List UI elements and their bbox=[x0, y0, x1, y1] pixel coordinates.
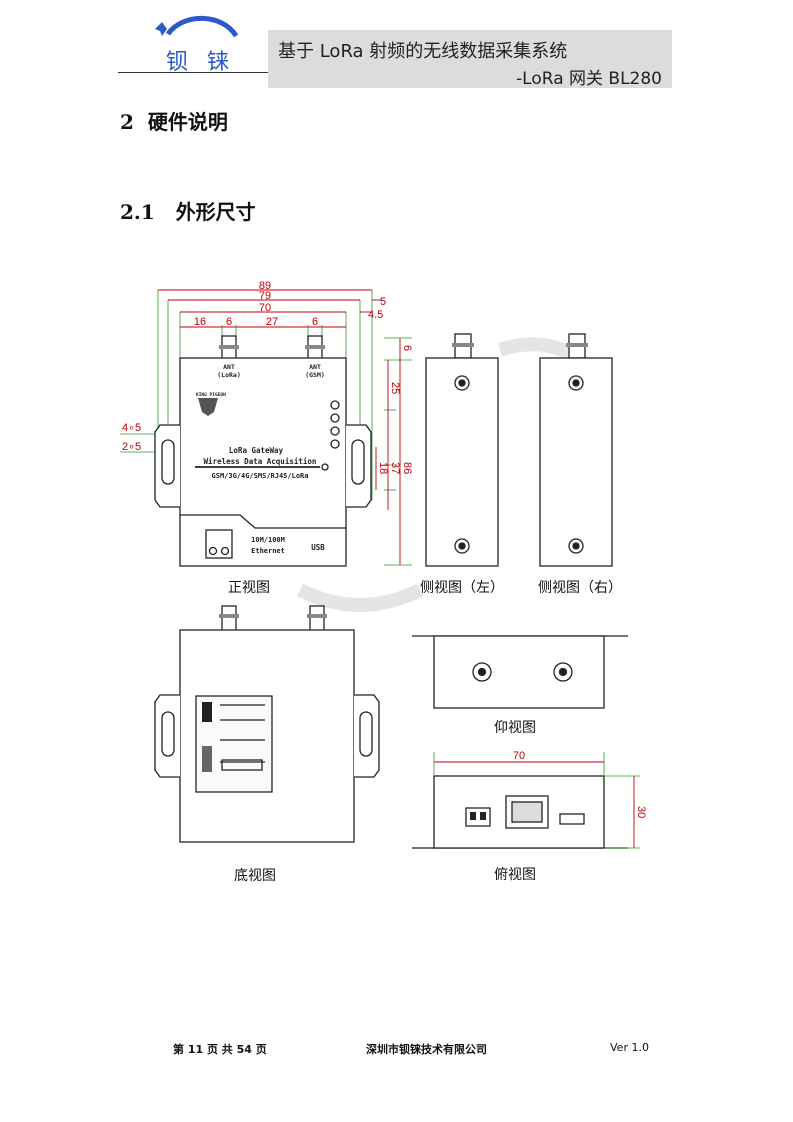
dim-hole-4: 4∘5 bbox=[122, 422, 141, 434]
dim-37: 37 bbox=[389, 462, 401, 474]
header-title: 基于 LoRa 射频的无线数据采集系统 bbox=[278, 41, 568, 62]
dim-6-vertical: 6 bbox=[401, 345, 413, 351]
subsection-title: 外形尺寸 bbox=[175, 200, 256, 224]
mount-ear-left bbox=[154, 424, 180, 508]
footer-company: 深圳市钡铼技术有限公司 bbox=[366, 1043, 487, 1056]
dim-top-30: 30 bbox=[635, 806, 647, 818]
caption-side-left: 侧视图（左） bbox=[420, 580, 504, 596]
label-product-2: Wireless Data Acquisition bbox=[204, 457, 317, 466]
section-number: 2 bbox=[120, 110, 134, 134]
caption-up: 仰视图 bbox=[494, 720, 536, 736]
logo-arc bbox=[165, 15, 239, 38]
label-ant-lora: ANT(LoRa) bbox=[217, 363, 240, 379]
label-eth-2: Ethernet bbox=[251, 547, 285, 555]
watermark-stroke bbox=[296, 583, 424, 612]
dim-25: 25 bbox=[389, 382, 401, 394]
mount-slot-left bbox=[161, 439, 175, 485]
label-ant-gsm-2: (GSM) bbox=[305, 371, 325, 379]
usb-port-icon bbox=[559, 813, 585, 825]
dim-27: 27 bbox=[266, 316, 278, 328]
front-view bbox=[120, 289, 412, 567]
caption-side-right: 侧视图（右） bbox=[538, 580, 622, 596]
power-terminal bbox=[205, 529, 233, 559]
dim-16: 16 bbox=[194, 316, 206, 328]
caption-bottom: 底视图 bbox=[234, 868, 276, 884]
dim-hole-2: 2∘5 bbox=[122, 441, 141, 453]
terminal-block-icon bbox=[465, 807, 491, 827]
label-ant-gsm-1: ANT bbox=[309, 363, 321, 371]
logo-star-icon bbox=[155, 22, 167, 36]
caption-top: 俯视图 bbox=[494, 867, 536, 883]
led-indicator bbox=[330, 400, 340, 410]
label-product-1: LoRa GateWay bbox=[229, 446, 284, 455]
dim-70: 70 bbox=[259, 302, 271, 314]
label-brand: KING PIGEON bbox=[196, 392, 226, 398]
footer-version: Ver 1.0 bbox=[610, 1041, 649, 1054]
led-indicator bbox=[330, 426, 340, 436]
front-panel-line bbox=[180, 514, 346, 529]
subsection-number: 2.1 bbox=[120, 200, 155, 224]
logo-text: 钡 铼 bbox=[166, 50, 235, 75]
header-rule bbox=[118, 72, 268, 73]
top-view bbox=[412, 752, 640, 849]
dim-86: 86 bbox=[401, 462, 413, 474]
screw-icon bbox=[568, 538, 584, 554]
caption-front: 正视图 bbox=[228, 580, 270, 596]
brand-icon bbox=[198, 398, 218, 416]
screw-icon bbox=[454, 375, 470, 391]
side-view-left bbox=[425, 333, 499, 567]
label-ant-lora-1: ANT bbox=[223, 363, 235, 371]
dim-4-5: 4.5 bbox=[368, 309, 383, 321]
led-indicator bbox=[330, 439, 340, 449]
dim-89: 89 bbox=[259, 280, 271, 292]
up-view bbox=[412, 635, 628, 709]
dim-6a: 6 bbox=[226, 316, 232, 328]
dim-79: 79 bbox=[259, 290, 271, 302]
section-heading: 2 硬件说明 bbox=[120, 106, 228, 135]
header-subtitle: -LoRa 网关 BL280 bbox=[516, 69, 662, 89]
bottom-view bbox=[154, 605, 380, 843]
label-ant-gsm: ANT(GSM) bbox=[305, 363, 325, 379]
mount-ear-right bbox=[346, 424, 372, 508]
logo bbox=[155, 15, 239, 38]
side-view-right bbox=[539, 333, 613, 567]
subsection-heading: 2.1 外形尺寸 bbox=[120, 196, 256, 225]
dim-5: 5 bbox=[380, 296, 386, 308]
mount-slot-right bbox=[351, 439, 365, 485]
led-indicator bbox=[330, 413, 340, 423]
sma-connector-icon bbox=[472, 662, 492, 682]
header-banner bbox=[268, 30, 672, 88]
footer-page-number: 第 11 页 共 54 页 bbox=[173, 1043, 267, 1056]
label-usb: USB bbox=[311, 543, 325, 552]
dim-18: 18 bbox=[377, 462, 389, 474]
dim-6b: 6 bbox=[312, 316, 318, 328]
device-body bbox=[179, 357, 347, 567]
label-eth-1: 10M/100M bbox=[251, 536, 285, 544]
sma-connector-icon bbox=[553, 662, 573, 682]
label-ant-lora-2: (LoRa) bbox=[217, 371, 240, 379]
rj45-port-icon bbox=[505, 795, 549, 829]
section-title: 硬件说明 bbox=[147, 110, 228, 134]
label-eth: 10M/100M Ethernet bbox=[251, 536, 285, 555]
dim-top-70: 70 bbox=[513, 750, 525, 762]
screw-icon bbox=[568, 375, 584, 391]
screw-icon bbox=[454, 538, 470, 554]
dimension-lines bbox=[158, 289, 401, 565]
label-product-3: GSM/3G/4G/SMS/RJ45/LoRa bbox=[212, 472, 309, 480]
